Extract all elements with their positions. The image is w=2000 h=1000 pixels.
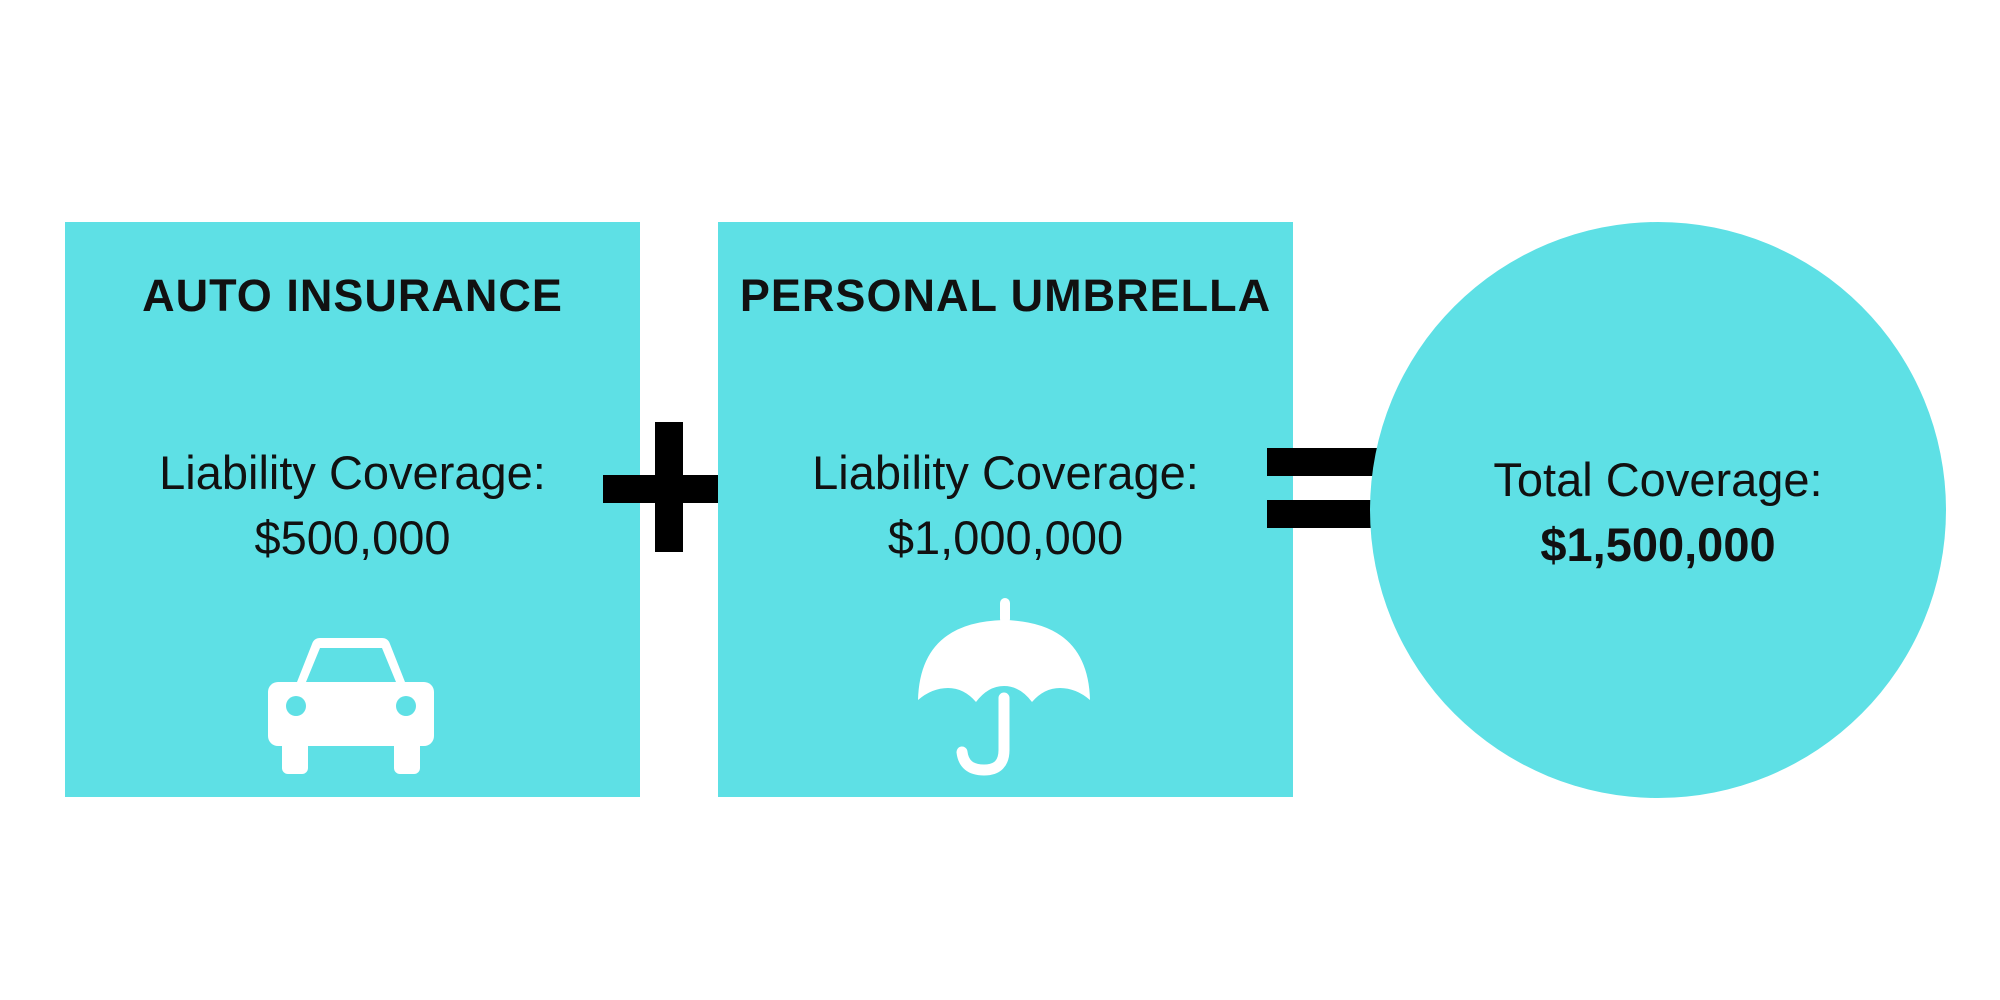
umbrella-icon <box>918 598 1090 776</box>
auto-insurance-card: AUTO INSURANCE Liability Coverage: $500,… <box>65 222 640 797</box>
umbrella-coverage-amount: $1,000,000 <box>887 511 1124 564</box>
umbrella-coverage-block: Liability Coverage: $1,000,000 <box>718 440 1293 570</box>
auto-insurance-title: AUTO INSURANCE <box>142 270 563 321</box>
auto-coverage-label: Liability Coverage: <box>159 446 546 499</box>
auto-coverage-amount: $500,000 <box>254 511 451 564</box>
car-icon <box>268 638 434 774</box>
total-coverage-block: Total Coverage: $1,500,000 <box>1370 447 1946 577</box>
personal-umbrella-card: PERSONAL UMBRELLA Liability Coverage: $1… <box>718 222 1293 797</box>
total-coverage-circle: Total Coverage: $1,500,000 <box>1370 222 1946 798</box>
umbrella-coverage-label: Liability Coverage: <box>812 446 1199 499</box>
plus-sign-vertical <box>655 422 683 552</box>
total-coverage-label: Total Coverage: <box>1493 453 1823 506</box>
total-coverage-amount: $1,500,000 <box>1540 518 1776 571</box>
personal-umbrella-title: PERSONAL UMBRELLA <box>739 270 1272 321</box>
auto-coverage-block: Liability Coverage: $500,000 <box>65 440 640 570</box>
